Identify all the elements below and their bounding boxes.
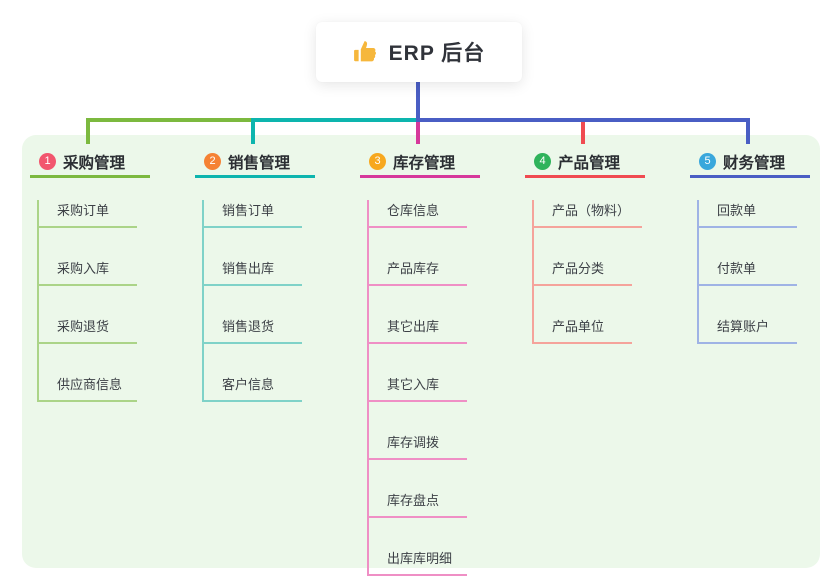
branch-column: 3 库存管理 仓库信息 产品库存 其它出库 其它入库 库存调拨 库存盘点 出库库… [360,148,510,576]
child-label: 供应商信息 [57,377,123,392]
child-node[interactable]: 其它出库 [369,316,467,344]
branch-node[interactable]: 4 产品管理 [525,148,645,178]
root-title: ERP 后台 [388,42,486,65]
child-label: 采购入库 [57,261,110,276]
child-label: 仓库信息 [387,203,440,218]
child-label: 其它出库 [387,319,440,334]
child-label: 库存盘点 [387,493,440,508]
child-node[interactable]: 产品单位 [534,316,632,344]
child-node[interactable]: 采购入库 [39,258,137,286]
child-label: 销售订单 [222,203,275,218]
branch-drop-line [86,122,90,144]
branch-children: 产品（物料） 产品分类 产品单位 [532,200,675,344]
mindmap-panel [22,135,820,568]
branch-column: 2 销售管理 销售订单 销售出库 销售退货 客户信息 [195,148,345,402]
child-node[interactable]: 产品库存 [369,258,467,286]
bus-segment-middle [251,118,416,122]
branch-children: 采购订单 采购入库 采购退货 供应商信息 [37,200,180,402]
branch-label: 采购管理 [63,154,126,172]
branch-number-badge: 3 [369,153,386,170]
branch-number-badge: 4 [534,153,551,170]
branch-column: 5 财务管理 回款单 付款单 结算账户 [690,148,839,344]
branch-node[interactable]: 5 财务管理 [690,148,810,178]
branch-column: 1 采购管理 采购订单 采购入库 采购退货 供应商信息 [30,148,180,402]
branch-children: 销售订单 销售出库 销售退货 客户信息 [202,200,345,402]
child-label: 结算账户 [717,319,770,334]
child-node[interactable]: 出库库明细 [369,548,467,576]
child-label: 库存调拨 [387,435,440,450]
child-node[interactable]: 销售出库 [204,258,302,286]
child-label: 产品分类 [552,261,605,276]
child-label: 客户信息 [222,377,275,392]
branch-children: 仓库信息 产品库存 其它出库 其它入库 库存调拨 库存盘点 出库库明细 [367,200,510,576]
child-node[interactable]: 结算账户 [699,316,797,344]
branch-drop-line [746,122,750,144]
child-node[interactable]: 产品分类 [534,258,632,286]
child-label: 付款单 [717,261,757,276]
branch-number-badge: 5 [699,153,716,170]
child-label: 产品（物料） [552,203,631,218]
child-node[interactable]: 产品（物料） [534,200,643,228]
child-node[interactable]: 付款单 [699,258,797,286]
child-label: 销售退货 [222,319,275,334]
root-node[interactable]: ERP 后台 [316,22,522,82]
child-label: 其它入库 [387,377,440,392]
child-node[interactable]: 其它入库 [369,374,467,402]
root-stem-line [416,82,420,122]
child-node[interactable]: 采购订单 [39,200,137,228]
bus-segment-left [86,118,253,122]
child-node[interactable]: 回款单 [699,200,797,228]
child-node[interactable]: 客户信息 [204,374,302,402]
child-label: 采购订单 [57,203,110,218]
child-node[interactable]: 供应商信息 [39,374,137,402]
child-node[interactable]: 销售退货 [204,316,302,344]
child-label: 回款单 [717,203,757,218]
branch-drop-line [581,122,585,144]
child-label: 产品单位 [552,319,605,334]
branch-label: 产品管理 [558,154,621,172]
child-label: 采购退货 [57,319,110,334]
branch-drop-line [416,122,420,144]
child-node[interactable]: 采购退货 [39,316,137,344]
child-node[interactable]: 库存调拨 [369,432,467,460]
child-node[interactable]: 仓库信息 [369,200,467,228]
child-node[interactable]: 库存盘点 [369,490,467,518]
bus-segment-right [416,118,750,122]
thumbs-up-icon [353,39,379,65]
child-label: 销售出库 [222,261,275,276]
branch-children: 回款单 付款单 结算账户 [697,200,839,344]
branch-label: 销售管理 [228,154,291,172]
branch-node[interactable]: 3 库存管理 [360,148,480,178]
branch-label: 财务管理 [723,154,786,172]
branch-column: 4 产品管理 产品（物料） 产品分类 产品单位 [525,148,675,344]
child-label: 出库库明细 [387,551,453,566]
branch-number-badge: 1 [39,153,56,170]
branch-node[interactable]: 2 销售管理 [195,148,315,178]
branch-drop-line [251,122,255,144]
branch-number-badge: 2 [204,153,221,170]
branch-label: 库存管理 [393,154,456,172]
branch-node[interactable]: 1 采购管理 [30,148,150,178]
child-label: 产品库存 [387,261,440,276]
child-node[interactable]: 销售订单 [204,200,302,228]
